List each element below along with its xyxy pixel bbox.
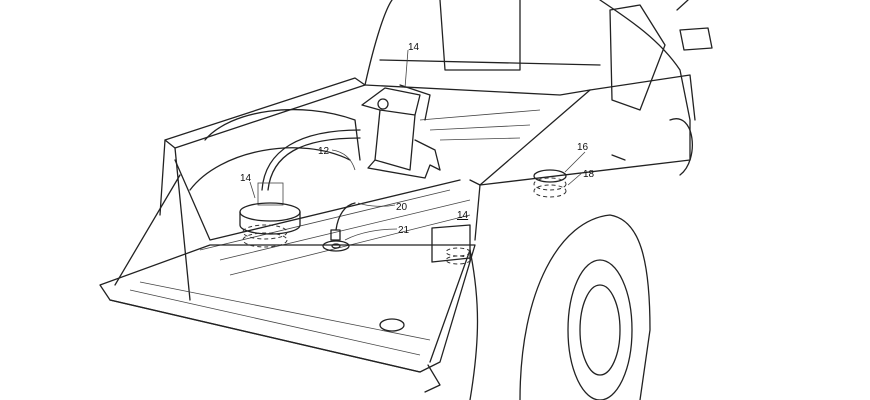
label-side-panel: 16 xyxy=(577,142,589,153)
left-container xyxy=(239,182,301,248)
leader-lines xyxy=(249,49,586,241)
truck-bed xyxy=(159,77,591,301)
label-left-container: 14 xyxy=(240,173,252,184)
side-mirror xyxy=(679,27,713,51)
label-side-container: 14 xyxy=(457,210,469,221)
side-container xyxy=(431,224,471,265)
nozzle-assembly xyxy=(322,202,356,252)
tailgate-handle xyxy=(379,318,405,332)
truck-cab xyxy=(364,0,713,161)
label-nozzle: 20 xyxy=(396,202,408,213)
label-generator: 14 xyxy=(408,42,420,53)
generator xyxy=(361,84,441,179)
tailgate xyxy=(99,174,476,393)
label-side-panel-inner: 18 xyxy=(583,169,595,180)
side-panel xyxy=(533,169,567,198)
label-base: 21 xyxy=(398,225,410,236)
truck-side xyxy=(469,74,696,400)
hose xyxy=(261,129,361,191)
label-hose: 12 xyxy=(318,146,330,157)
rear-wheel xyxy=(567,259,633,400)
